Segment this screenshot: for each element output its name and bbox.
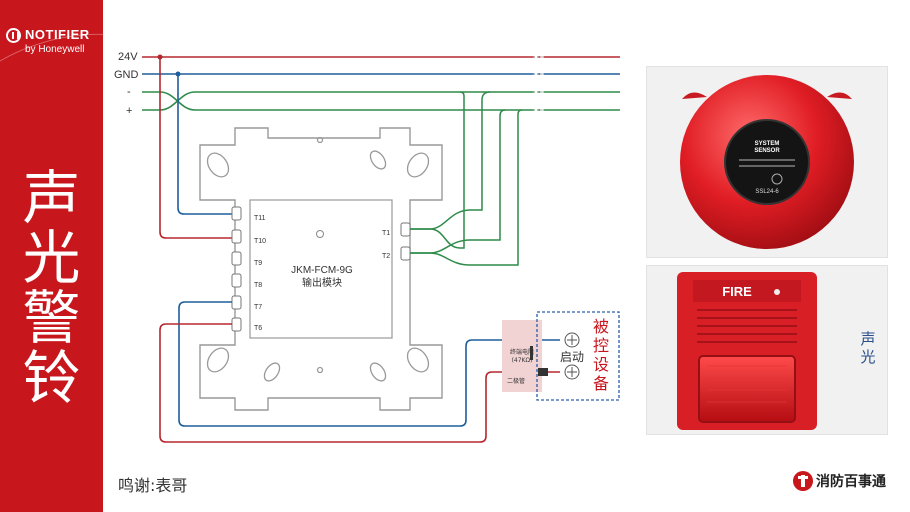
controlled-label-4: 备 bbox=[593, 374, 609, 393]
credit-text: 鸣谢:表哥 bbox=[118, 476, 188, 495]
controlled-terminal-2 bbox=[564, 364, 580, 380]
alarm-bell-illustration: SYSTEM SENSOR SSL24-6 bbox=[680, 75, 854, 249]
strobe-panel-text: FIRE bbox=[722, 284, 752, 299]
alarm-bell-photo: SYSTEM SENSOR SSL24-6 bbox=[646, 66, 888, 258]
notifier-logo: NOTIFIER by Honeywell bbox=[6, 24, 101, 60]
mounting-slots bbox=[206, 136, 430, 382]
terminal-t2: T2 bbox=[382, 253, 390, 260]
footer-brand: 消防百事通 bbox=[793, 470, 886, 492]
bus-break-dots bbox=[533, 56, 545, 111]
controlled-label-2: 控 bbox=[593, 336, 609, 355]
controlled-label-1: 被 bbox=[593, 317, 609, 336]
wiring-diagram: 24V GND - + JKM-FCM-9G 输出模块 bbox=[114, 50, 620, 443]
resistor-value: (47KΩ) bbox=[512, 357, 533, 364]
wire-gnd-drop bbox=[177, 74, 232, 215]
controlled-device-box bbox=[536, 311, 620, 401]
sidebar: NOTIFIER by Honeywell 声 光 警 铃 bbox=[0, 0, 103, 512]
diode-label: 二极管 bbox=[507, 377, 525, 385]
controlled-label-3: 设 bbox=[593, 355, 609, 374]
controlled-terminal-1 bbox=[564, 332, 580, 348]
label-gnd: GND bbox=[114, 69, 139, 81]
terminal-t7: T7 bbox=[254, 304, 262, 311]
title-char-4: 铃 bbox=[22, 344, 81, 412]
notifier-logo-icon bbox=[6, 28, 21, 43]
wire-t2-out bbox=[410, 109, 523, 266]
module-name: 输出模块 bbox=[302, 276, 342, 289]
terminal-t10: T10 bbox=[254, 238, 266, 245]
bell-brand-1: SYSTEM bbox=[755, 141, 780, 147]
resistor-label: 终端电阻 bbox=[510, 348, 534, 356]
module-led bbox=[316, 230, 324, 238]
wire-t2-in bbox=[410, 109, 506, 254]
strobe-label-char-1: 声 bbox=[860, 330, 876, 348]
label-minus: - bbox=[127, 86, 131, 98]
strobe-illustration: FIRE bbox=[677, 272, 817, 430]
terminal-t9: T9 bbox=[254, 260, 262, 267]
wire-24v-drop bbox=[159, 57, 232, 239]
logo-text: NOTIFIER bbox=[25, 27, 90, 42]
bell-brand-2: SENSOR bbox=[754, 148, 780, 154]
strobe-label: 声 光 bbox=[858, 330, 878, 366]
terminal-t6: T6 bbox=[254, 325, 262, 332]
title-char-1: 声 bbox=[22, 164, 81, 232]
footer-brand-text: 消防百事通 bbox=[816, 474, 886, 490]
resistor-icon bbox=[530, 346, 533, 360]
title-char-2: 光 bbox=[22, 224, 81, 292]
terminal-t1: T1 bbox=[382, 230, 390, 237]
wire-minus bbox=[142, 91, 620, 111]
right-terminal-block bbox=[400, 222, 411, 261]
bus-break-marks bbox=[534, 50, 544, 116]
wire-t7-loop bbox=[178, 301, 560, 427]
label-plus: + bbox=[126, 105, 132, 117]
start-label: 启动 bbox=[560, 350, 584, 364]
terminal-resistor-box bbox=[502, 320, 542, 392]
strobe-photo: FIRE bbox=[646, 265, 888, 435]
title-char-3: 警 bbox=[22, 284, 81, 352]
wire-t1-out bbox=[410, 91, 491, 230]
module-model: JKM-FCM-9G bbox=[291, 265, 353, 276]
logo-subtext: by Honeywell bbox=[25, 44, 85, 55]
wire-t6-loop bbox=[159, 323, 560, 443]
terminal-t11: T11 bbox=[254, 215, 266, 222]
page-title: 声 光 警 铃 bbox=[14, 168, 89, 408]
strobe-label-char-2: 光 bbox=[860, 348, 876, 366]
diode-icon bbox=[538, 368, 548, 376]
label-24v: 24V bbox=[118, 51, 138, 63]
output-module bbox=[249, 199, 393, 339]
wire-plus bbox=[142, 91, 620, 111]
terminal-t8: T8 bbox=[254, 282, 262, 289]
fire-brand-icon bbox=[793, 471, 813, 491]
wire-t1-in bbox=[410, 91, 465, 249]
bell-model: SSL24-6 bbox=[755, 189, 779, 195]
